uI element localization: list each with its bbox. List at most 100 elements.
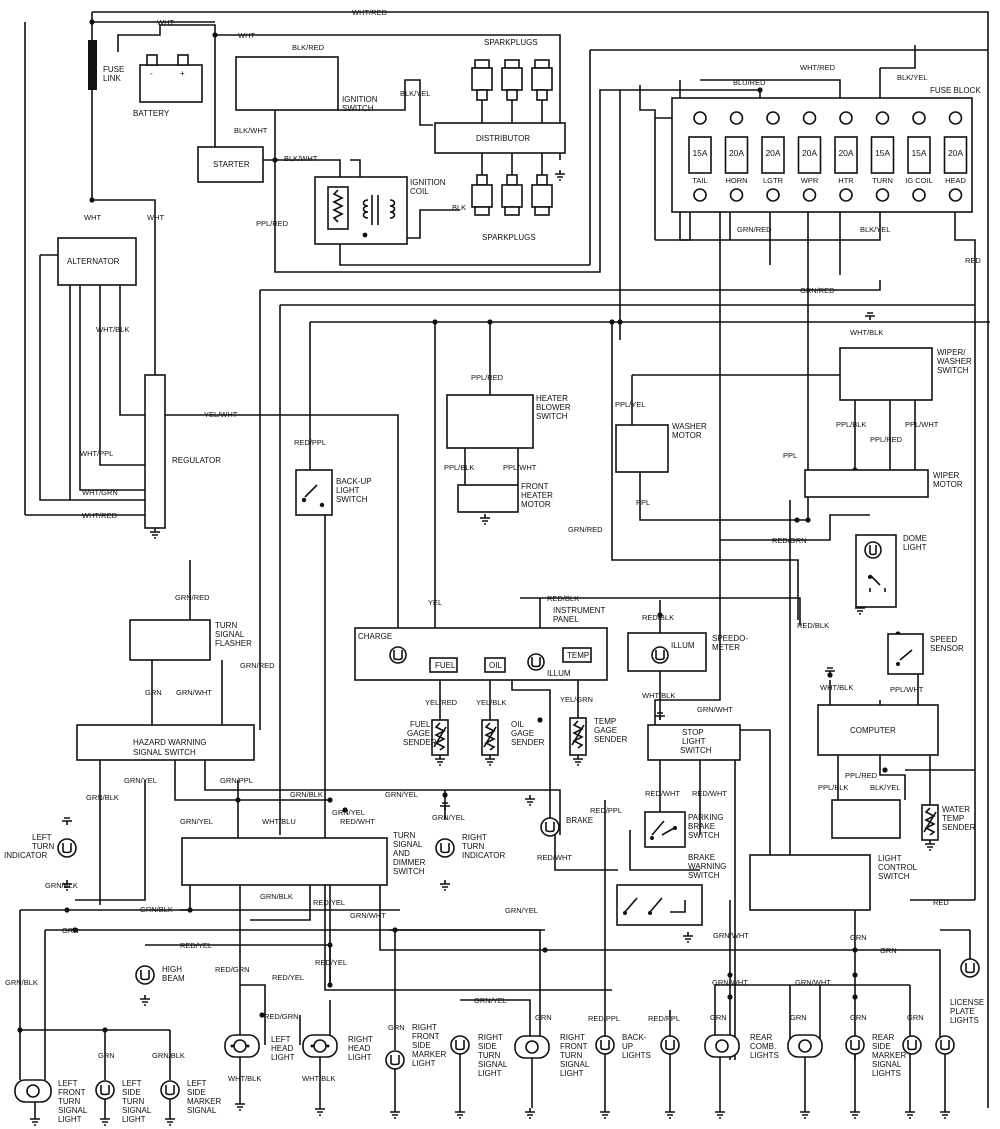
front-heater-motor: FRONT HEATER MOTOR	[457, 482, 553, 513]
brake-warning-switch: BRAKE WARNING SWITCH	[616, 853, 726, 926]
wire-label: GRN	[98, 1051, 115, 1060]
fuse-bottom-terminal	[766, 188, 780, 202]
left-side-marker-signal-light: LEFT SIDE MARKER SIGNAL	[160, 1079, 221, 1115]
wire-label: WHT/BLK	[228, 1074, 261, 1083]
front-heater-motor-label-3: MOTOR	[521, 500, 551, 509]
oil-label: OIL	[489, 661, 502, 670]
wire-label: WHT/BLK	[850, 328, 883, 337]
battery-neg-label: -	[150, 69, 153, 78]
brake-warning-switch-label-2: WARNING	[688, 862, 726, 871]
charge-label: CHARGE	[358, 632, 392, 641]
wiper-washer-switch-label-1: WIPER/	[937, 348, 966, 357]
brake-label: BRAKE	[566, 816, 593, 825]
fuse	[870, 136, 895, 174]
ignition-coil-label-2: COIL	[410, 187, 429, 196]
wire-label: YEL/GRN	[560, 695, 593, 704]
wire-label: WHT/PPL	[80, 449, 113, 458]
wire-label: GRN/BLK	[5, 978, 38, 987]
fuse-bottom-terminal	[802, 188, 817, 202]
temp-gage-sender-label-3: SENDER	[594, 735, 628, 744]
wire-label: PPL/YEL	[615, 400, 645, 409]
right-side-turn-signal-light: RIGHT SIDE TURN SIGNAL LIGHT	[450, 1033, 508, 1108]
parking-brake-switch: PARKING BRAKE SWITCH	[644, 811, 723, 848]
fuse-top-terminal	[729, 111, 744, 125]
right-front-side-marker-label-2: FRONT	[412, 1032, 440, 1041]
wire-label: GRN/WHT	[713, 931, 749, 940]
right-front-turn-signal-label-1: RIGHT	[560, 1033, 585, 1042]
right-side-turn-signal-label-5: LIGHT	[478, 1069, 502, 1078]
wire-label: GRN	[880, 946, 897, 955]
fuse-circuit-label: LGTR	[763, 176, 784, 185]
back-up-lights-label-2: UP	[622, 1042, 633, 1051]
wire-label: GRN/YEL	[332, 808, 365, 817]
fuse-top-terminal	[766, 111, 780, 125]
wire-label: RED/BLK	[797, 621, 829, 630]
water-temp-sender-label-3: SENDER	[942, 823, 976, 832]
fuse-group: 15ATAIL20AHORN20ALGTR20AWPR20AHTR15ATURN…	[688, 111, 968, 202]
rear-side-marker-label-3: MARKER	[872, 1051, 906, 1060]
speed-sensor-label-1: SPEED	[930, 635, 957, 644]
left-side-marker-signal-label-1: LEFT	[187, 1079, 207, 1088]
fuel-gage-sender-label-2: GAGE	[407, 729, 430, 738]
right-front-side-marker-label-5: LIGHT	[412, 1059, 436, 1068]
speed-sensor: SPEED SENSOR	[887, 633, 964, 675]
turn-signal-dimmer-label-1: TURN	[393, 831, 415, 840]
heater-blower-switch: HEATER BLOWER SWITCH	[446, 394, 571, 449]
right-front-turn-signal-label-3: TURN	[560, 1051, 582, 1060]
turn-signal-flasher-label-2: SIGNAL	[215, 630, 245, 639]
left-front-turn-signal-label-3: TURN	[58, 1097, 80, 1106]
wire-label: GRN/YEL	[124, 776, 157, 785]
wire-label: BLK/RED	[292, 43, 325, 52]
fuse-bottom-terminal	[839, 188, 853, 202]
left-turn-indicator-label-2: TURN	[32, 842, 54, 851]
left-front-turn-signal-label-5: LIGHT	[58, 1115, 82, 1124]
wire-label: GRN/BLK	[45, 881, 78, 890]
right-turn-indicator-label-3: INDICATOR	[462, 851, 505, 860]
rear-side-marker-label-1: REAR	[872, 1033, 894, 1042]
wire-label: WHT/RED	[800, 63, 836, 72]
speedometer: ILLUM SPEEDO- METER	[627, 632, 748, 672]
computer: COMPUTER	[817, 704, 939, 756]
wire-label: RED/GRN	[772, 536, 807, 545]
illum-speedo-label: ILLUM	[671, 641, 695, 650]
fuse-top-terminal	[875, 111, 890, 125]
wire-label: GRN	[388, 1023, 405, 1032]
wire-label: GRN/BLK	[290, 790, 323, 799]
license-plate-lights-label-2: PLATE	[950, 1007, 975, 1016]
fuel-gage-sender-label-3: SENDER	[403, 738, 437, 747]
wire-label: BLK/WHT	[234, 126, 268, 135]
wire-label: WHT	[147, 213, 164, 222]
sparkplugs-top: SPARKPLUGS	[471, 38, 553, 101]
left-side-turn-signal-label-5: LIGHT	[122, 1115, 146, 1124]
wire-label: GRN/YEL	[180, 817, 213, 826]
wire-label: WHT/BLK	[820, 683, 853, 692]
fuse-link-label-1: FUSE	[103, 65, 124, 74]
wire-label: GRN/PPL	[220, 776, 253, 785]
wire-label: RED/BLK	[547, 594, 579, 603]
wire-label: YEL/BLK	[476, 698, 506, 707]
wire-label: WHT/RED	[352, 8, 388, 17]
wire-label: GRN	[62, 926, 79, 935]
parking-brake-switch-label-3: SWITCH	[688, 831, 720, 840]
rear-comb-lights-label-3: LIGHTS	[750, 1051, 779, 1060]
wire-label: PPL/WHT	[890, 685, 924, 694]
fuse-bottom-terminal	[948, 188, 963, 202]
fuse-rating: 20A	[948, 148, 963, 158]
right-side-turn-signal-label-1: RIGHT	[478, 1033, 503, 1042]
right-head-light-label-2: HEAD	[348, 1044, 370, 1053]
wire-color-labels: WHT/RED WHT WHT WHT WHT BLK/RED BLK/YEL …	[5, 8, 981, 1083]
fuse	[761, 136, 785, 174]
speedometer-label-1: SPEEDO-	[712, 634, 748, 643]
right-turn-indicator-label-1: RIGHT	[462, 833, 487, 842]
right-side-turn-signal-label-3: TURN	[478, 1051, 500, 1060]
wire-label: PPL/RED	[471, 373, 504, 382]
wire-label: RED/BLK	[642, 613, 674, 622]
rear-comb-lights-label-1: REAR	[750, 1033, 772, 1042]
turn-signal-dimmer-label-4: DIMMER	[393, 858, 426, 867]
back-up-light-switch-label-3: SWITCH	[336, 495, 368, 504]
wire-label: BLK/YEL	[860, 225, 890, 234]
sparkplugs-top-label: SPARKPLUGS	[484, 38, 538, 47]
wire-label: GRN/RED	[737, 225, 772, 234]
washer-motor: WASHER MOTOR	[615, 422, 707, 473]
